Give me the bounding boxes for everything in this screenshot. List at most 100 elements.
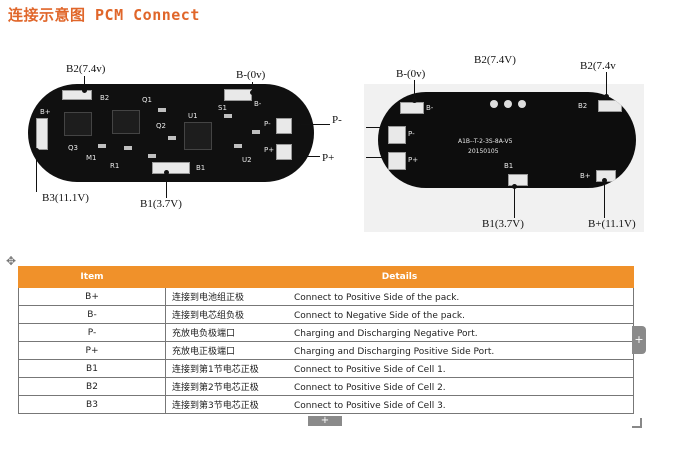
b-minus-pad — [224, 89, 252, 101]
label-b3: B3(11.1V) — [42, 192, 89, 204]
label-b2-right: B2(7.4v — [580, 60, 616, 72]
label-b2: B2(7.4v) — [66, 63, 106, 75]
leader-line — [300, 124, 330, 125]
leader-dot — [34, 148, 39, 153]
silk-label: Q2 — [156, 122, 166, 130]
details-chinese: 连接到第1节电芯正极 — [172, 365, 259, 375]
resize-handle-icon[interactable] — [632, 418, 642, 428]
details-english: Connect to Positive Side of Cell 3. — [294, 401, 446, 411]
silk-label: S1 — [218, 104, 227, 112]
silk-label: U1 — [188, 112, 198, 120]
silk-label: B1 — [196, 164, 206, 172]
silk-label: B- — [254, 100, 262, 108]
leader-dot — [412, 98, 417, 103]
mosfet-2 — [112, 110, 140, 134]
b2-pad — [62, 90, 92, 100]
left-pcb-image: B2 B- B+ B1 P- P+ S1 R1 Q1 Q2 Q3 U1 U2 M… — [28, 84, 314, 182]
item-cell: B2 — [18, 377, 166, 396]
item-cell: B3 — [18, 395, 166, 414]
leader-line — [36, 150, 37, 192]
column-header-details: Details — [165, 266, 634, 288]
leader-line — [252, 82, 253, 92]
silk-label: P- — [408, 130, 415, 138]
column-header-item: Item — [18, 266, 166, 288]
silk-label: A1B--T-2-3S-8A-V5 — [458, 138, 513, 145]
silk-label: Q1 — [142, 96, 152, 104]
leader-line — [300, 156, 320, 157]
leader-line — [84, 76, 85, 90]
item-cell: P- — [18, 323, 166, 342]
leader-line — [606, 72, 607, 96]
leader-line — [604, 180, 605, 218]
table-row: B1 连接到第1节电芯正极 Connect to Positive Side of … — [18, 359, 634, 378]
via-hole — [518, 100, 526, 108]
smd-part — [124, 146, 132, 150]
silk-label: B1 — [504, 162, 514, 170]
details-english: Charging and Discharging Positive Side P… — [294, 347, 495, 357]
p-plus-pad — [276, 144, 292, 160]
p-minus-pad — [276, 118, 292, 134]
page-title: 连接示意图 PCM Connect — [8, 6, 200, 24]
details-cell: 连接到第2节电芯正极 Connect to Positive Side of Ce… — [165, 377, 634, 396]
label-b-minus: B-(0v) — [236, 69, 266, 81]
silk-label: B+ — [40, 108, 51, 116]
details-chinese: 充放电负极端口 — [172, 329, 236, 339]
silk-label: U2 — [242, 156, 252, 164]
silk-label: B- — [426, 104, 434, 112]
smd-part — [224, 114, 232, 118]
details-cell: 连接到第3节电芯正极 Connect to Positive Side of Ce… — [165, 395, 634, 414]
via-hole — [490, 100, 498, 108]
arrow-p-plus — [366, 157, 382, 158]
p-minus-pad — [388, 126, 406, 144]
details-cell: 充放电负极端口 Charging and Discharging Negative… — [165, 323, 634, 342]
silk-label: 20150105 — [468, 148, 499, 155]
details-chinese: 连接到电池组正极 — [172, 293, 245, 303]
move-handle-icon[interactable]: ✥ — [6, 254, 17, 268]
leader-dot — [512, 184, 517, 189]
table-row: B2 连接到第2节电芯正极 Connect to Positive Side of … — [18, 377, 634, 396]
p-plus-pad — [388, 152, 406, 170]
details-cell: 连接到第1节电芯正极 Connect to Positive Side of Ce… — [165, 359, 634, 378]
silk-label: P+ — [408, 156, 419, 164]
label-b1: B1(3.7V) — [140, 198, 182, 210]
smd-part — [158, 108, 166, 112]
item-cell: B+ — [18, 287, 166, 306]
smd-part — [168, 136, 176, 140]
leader-dot — [296, 122, 301, 127]
b-plus-connector — [36, 118, 48, 150]
details-chinese: 连接到电芯组负极 — [172, 311, 245, 321]
details-chinese: 充放电正极端口 — [172, 347, 236, 357]
item-cell: B1 — [18, 359, 166, 378]
table-row: B3 连接到第3节电芯正极 Connect to Positive Side of … — [18, 395, 634, 414]
leader-dot — [602, 178, 607, 183]
details-english: Connect to Negative Side of the pack. — [294, 311, 465, 321]
details-english: Connect to Positive Side of Cell 1. — [294, 365, 446, 375]
silk-label: Q3 — [68, 144, 78, 152]
silk-label: P- — [264, 120, 271, 128]
table-row: P- 充放电负极端口 Charging and Discharging Negati… — [18, 323, 634, 342]
details-chinese: 连接到第3节电芯正极 — [172, 401, 259, 411]
silk-label: B2 — [578, 102, 588, 110]
silk-label: R1 — [110, 162, 120, 170]
expand-column-button[interactable]: + — [632, 326, 646, 354]
leader-dot — [250, 90, 255, 95]
mosfet-1 — [64, 112, 92, 136]
details-english: Connect to Positive Side of Cell 2. — [294, 383, 446, 393]
b-minus-pad — [400, 102, 424, 114]
arrow-p-minus — [366, 127, 382, 128]
leader-line — [166, 172, 167, 198]
silk-label: B+ — [580, 172, 591, 180]
via-hole — [504, 100, 512, 108]
label-b-minus-right: B-(0v) — [396, 68, 426, 80]
details-english: Charging and Discharging Negative Port. — [294, 329, 478, 339]
right-pcb-image: B- B2 P- P+ B1 B+ A1B--T-2-3S-8A-V5 2015… — [378, 92, 636, 188]
label-p-plus: P+ — [322, 152, 335, 164]
expand-row-button[interactable]: + — [308, 416, 342, 426]
details-chinese: 连接到第2节电芯正极 — [172, 383, 259, 393]
smd-part — [234, 144, 242, 148]
silk-label: P+ — [264, 146, 275, 154]
